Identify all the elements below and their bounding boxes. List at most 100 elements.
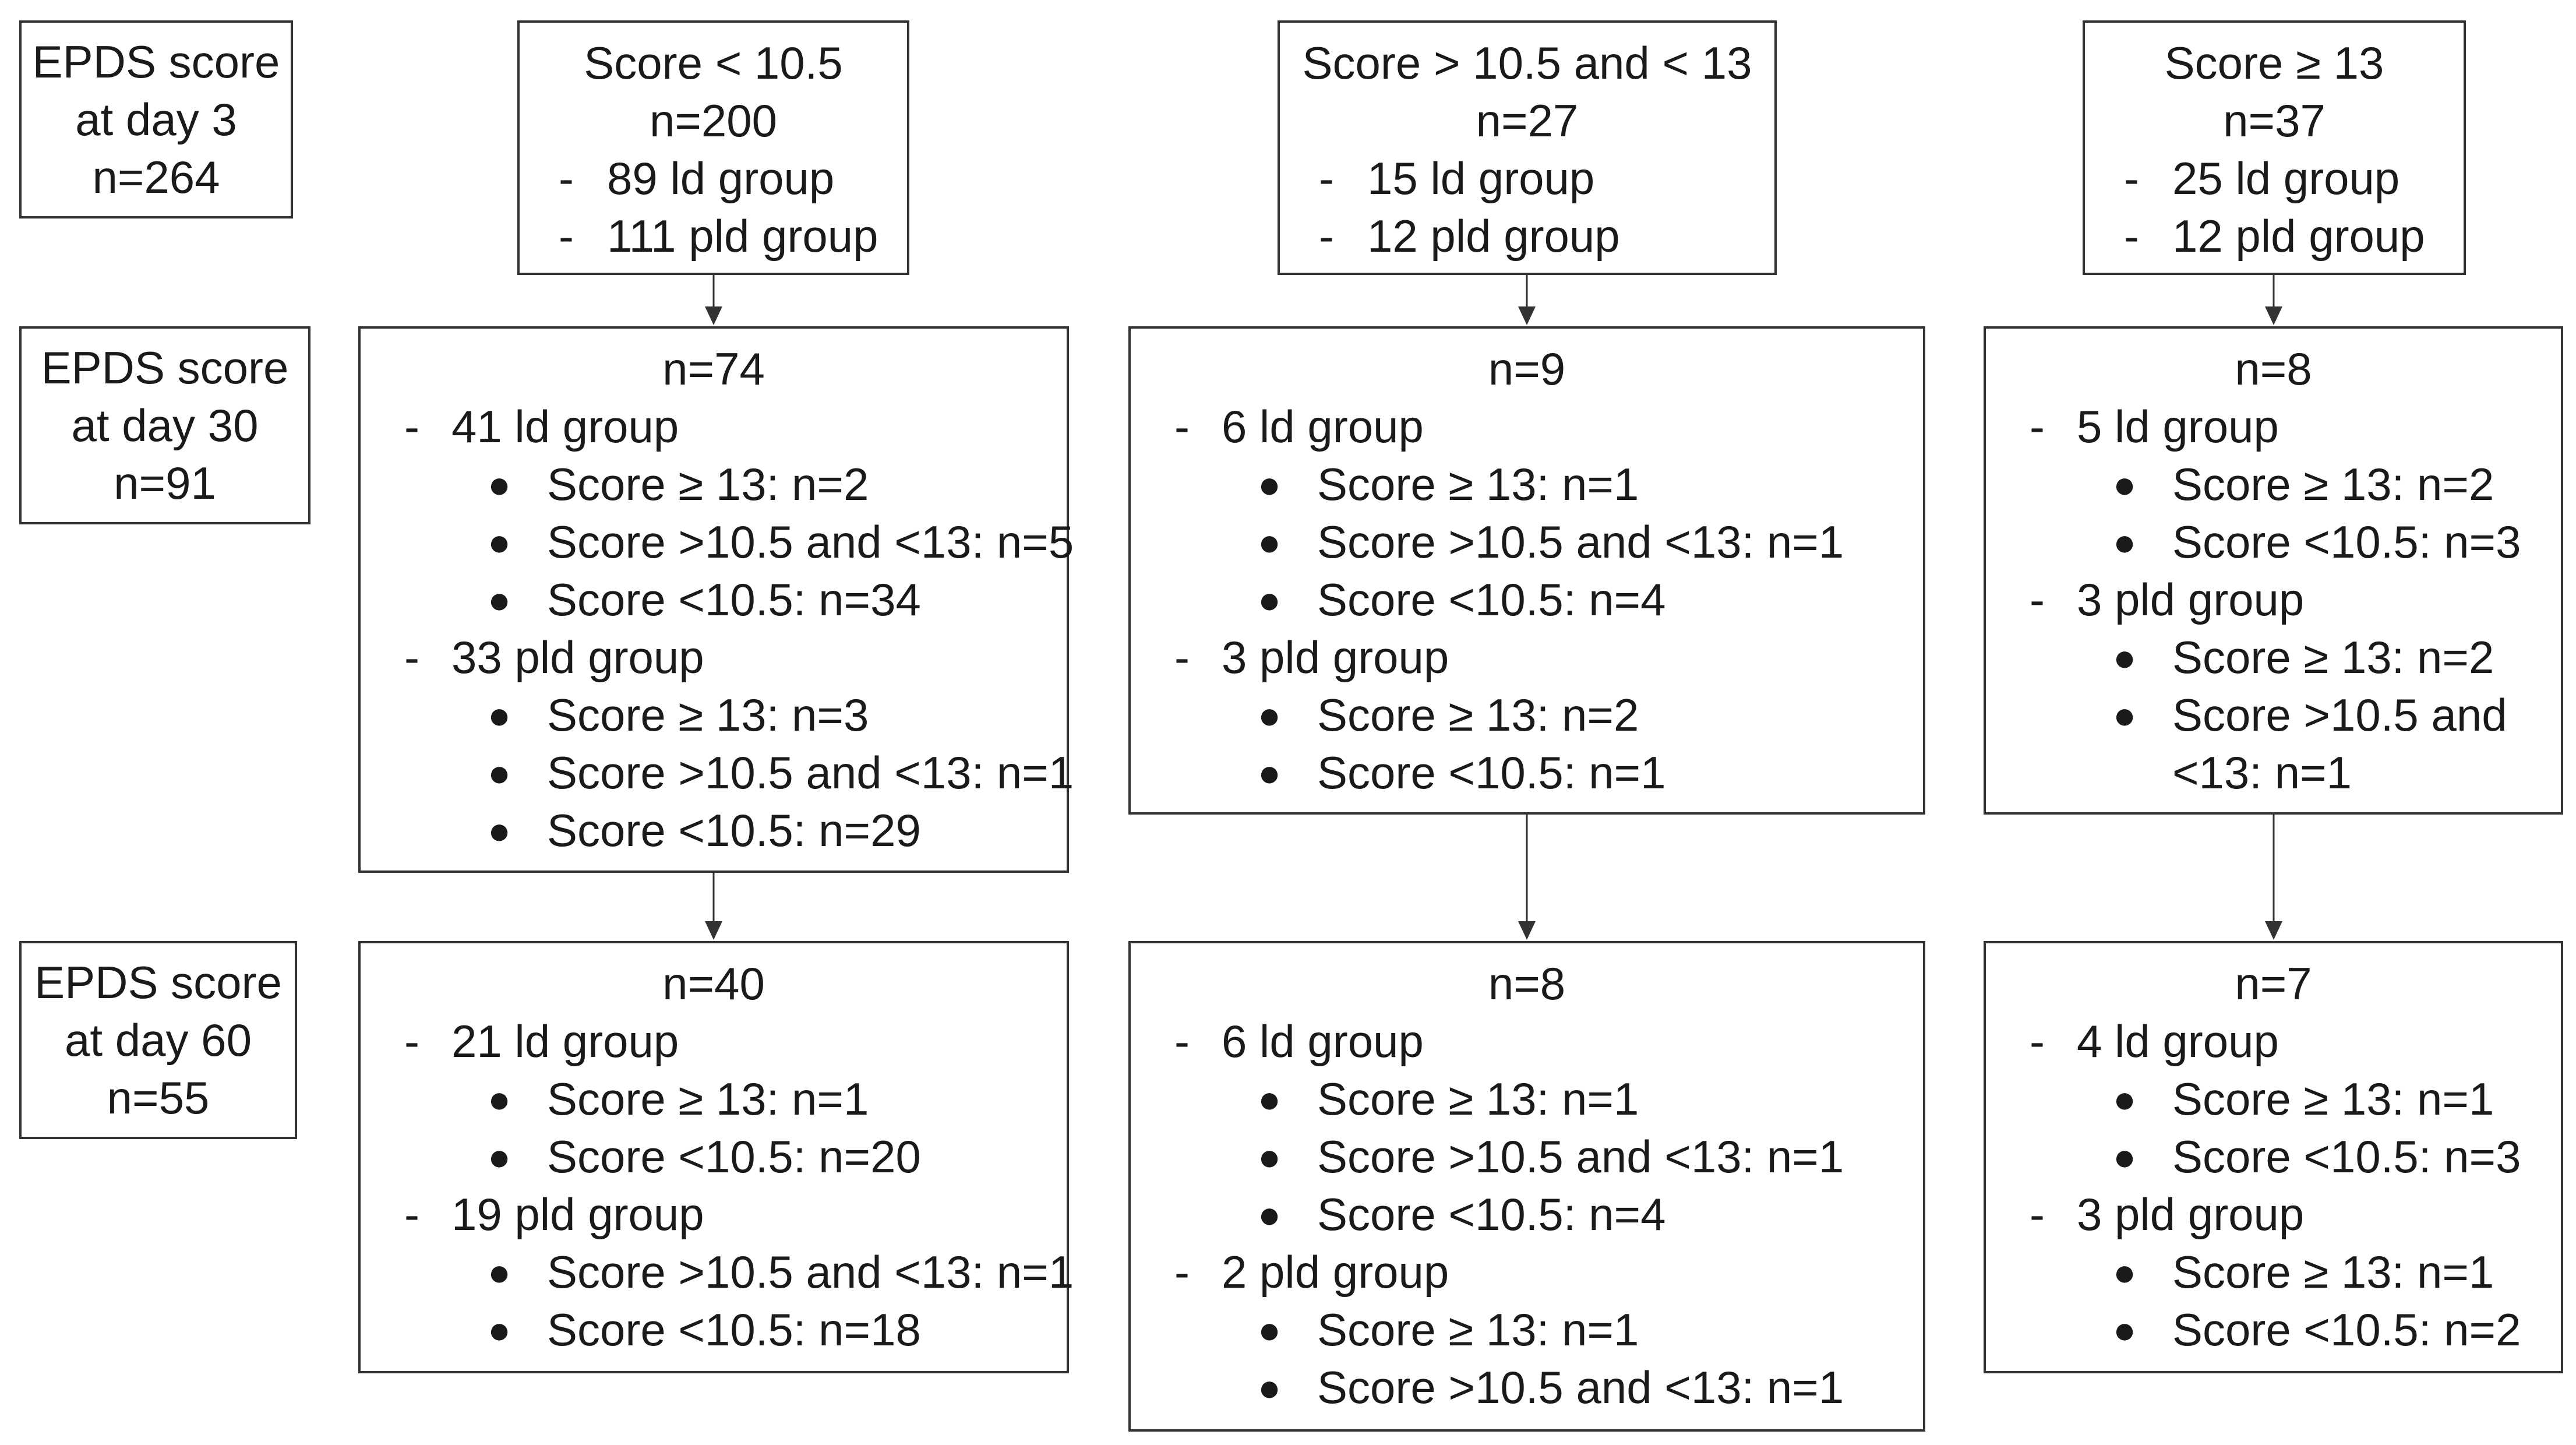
list-item: ●Score >10.5 and <13: n=1 bbox=[372, 1243, 1074, 1301]
dash-marker: - bbox=[2030, 1189, 2045, 1240]
list-item: ● Score ≥ 13: n=2 bbox=[1998, 456, 2561, 513]
timepoint-line: n=264 bbox=[92, 151, 220, 203]
bullet-marker: ● bbox=[2113, 636, 2136, 679]
group-row: -3 pld group bbox=[1142, 629, 1923, 686]
day60-box-low-score: n=40 -21 ld group ●Score ≥ 13: n=1 ●Scor… bbox=[358, 941, 1074, 1373]
dash-marker: - bbox=[2030, 574, 2045, 625]
item-text: Score <10.5: n=4 bbox=[1317, 1189, 1666, 1240]
list-item: ●Score <10.5: n=1 bbox=[1142, 744, 1923, 802]
bullet-marker: ● bbox=[488, 578, 511, 621]
bullet-marker: ● bbox=[2113, 693, 2136, 736]
box-count: n=8 bbox=[1488, 958, 1566, 1009]
bullet-marker: ● bbox=[488, 1077, 511, 1120]
day60-box-high-score: n=7 -4 ld group ●Score ≥ 13: n=1 ●Score … bbox=[1984, 941, 2563, 1373]
list-item: ●Score ≥ 13: n=1 bbox=[1998, 1070, 2561, 1128]
dash-marker: - bbox=[2030, 401, 2045, 452]
bullet-marker: ● bbox=[1258, 1193, 1281, 1236]
bullet-marker: ● bbox=[1258, 1135, 1281, 1178]
timepoint-line: n=55 bbox=[107, 1072, 210, 1123]
dash-marker: - bbox=[1319, 153, 1334, 204]
group-label: 15 ld group bbox=[1367, 153, 1595, 204]
bullet-marker: ● bbox=[2113, 463, 2136, 506]
group-row: -3 pld group bbox=[1998, 571, 2561, 629]
dash-marker: - bbox=[2124, 210, 2139, 262]
arrowhead bbox=[705, 306, 722, 325]
group-row: -5 ld group bbox=[1998, 398, 2561, 456]
box-count: n=27 bbox=[1476, 95, 1579, 146]
group-label: 3 pld group bbox=[2077, 1189, 2305, 1240]
group-label: 12 pld group bbox=[1367, 210, 1620, 262]
bullet-marker: ● bbox=[1258, 1366, 1281, 1409]
dash-marker: - bbox=[1319, 210, 1334, 262]
dash-marker: - bbox=[1174, 1246, 1190, 1298]
box-title: Score < 10.5 bbox=[584, 37, 843, 89]
item-text: Score <10.5: n=4 bbox=[1317, 574, 1666, 625]
list-item: ●Score ≥ 13: n=3 bbox=[372, 686, 1067, 744]
dash-marker: - bbox=[1174, 632, 1190, 683]
item-text: Score >10.5 and bbox=[2172, 689, 2507, 741]
item-text: Score ≥ 13: n=2 bbox=[2172, 459, 2494, 510]
group-label: 6 ld group bbox=[1222, 1016, 1424, 1067]
dash-marker: - bbox=[1174, 1016, 1190, 1067]
group-label: 111 pld group bbox=[607, 210, 878, 262]
item-text: Score >10.5 and <13: n=1 bbox=[1317, 1362, 1844, 1413]
item-text: Score <10.5: n=34 bbox=[547, 574, 921, 625]
bullet-marker: ● bbox=[488, 809, 511, 852]
group-label: 3 pld group bbox=[2077, 574, 2305, 625]
bullet-marker: ● bbox=[2113, 1250, 2136, 1294]
bullet-marker: ● bbox=[2113, 1308, 2136, 1351]
group-row: -3 pld group bbox=[1998, 1186, 2561, 1243]
group-row: -12 pld group bbox=[1297, 207, 1774, 265]
group-label: 41 ld group bbox=[451, 401, 679, 452]
bullet-marker: ● bbox=[1258, 578, 1281, 621]
list-item: ● Score <10.5: n=4 bbox=[1142, 571, 1923, 629]
bullet-marker: ● bbox=[1258, 1077, 1281, 1120]
bullet-marker: ● bbox=[2113, 520, 2136, 563]
group-row: -111 pld group bbox=[537, 207, 907, 265]
dash-marker: - bbox=[559, 153, 574, 204]
bullet-marker: ● bbox=[488, 1135, 511, 1178]
item-text: Score ≥ 13: n=2 bbox=[1317, 689, 1639, 741]
list-item: ●Score <10.5: n=3 bbox=[1998, 513, 2561, 571]
group-label: 12 pld group bbox=[2172, 210, 2425, 262]
group-label: 89 ld group bbox=[607, 153, 835, 204]
group-row: -19 pld group bbox=[372, 1186, 1067, 1243]
group-label: 21 ld group bbox=[451, 1016, 679, 1067]
bullet-marker: ● bbox=[1258, 751, 1281, 794]
item-text: Score >10.5 and <13: n=1 bbox=[1317, 516, 1844, 568]
bullet-marker: ● bbox=[1258, 1308, 1281, 1351]
box-count: n=7 bbox=[2235, 958, 2312, 1009]
box-count: n=9 bbox=[1488, 343, 1566, 394]
item-text: Score >10.5 and <13: n=1 bbox=[547, 747, 1074, 798]
list-item: ●Score ≥ 13: n=1 bbox=[1142, 1301, 1923, 1359]
day30-box-low-score: n=74 -41 ld group ●Score ≥ 13: n=2 ●Scor… bbox=[358, 326, 1074, 873]
dash-marker: - bbox=[2030, 1016, 2045, 1067]
day3-box-high-score: Score ≥ 13 n=37 -25 ld group -12 pld gro… bbox=[2083, 20, 2466, 275]
timepoint-line: at day 60 bbox=[65, 1014, 252, 1066]
list-item: ● Score <10.5: n=34 bbox=[372, 571, 1067, 629]
group-label: 33 pld group bbox=[451, 632, 704, 683]
list-item: ● Score ≥ 13: n=1 bbox=[1142, 1070, 1923, 1128]
group-row: -21 ld group bbox=[372, 1013, 1067, 1070]
list-item: ●Score <10.5: n=18 bbox=[372, 1301, 1067, 1359]
timepoint-line: n=91 bbox=[114, 457, 216, 509]
item-text: Score >10.5 and <13: n=1 bbox=[547, 1246, 1074, 1298]
item-text: Score ≥ 13: n=1 bbox=[1317, 1073, 1639, 1125]
timepoint-label-day3: EPDS score at day 3 n=264 bbox=[19, 20, 293, 218]
day60-box-mid-score: n=8 -6 ld group ●Score ≥ 13: n=1 ●Score … bbox=[1128, 941, 1925, 1432]
timepoint-line: at day 30 bbox=[71, 399, 259, 451]
timepoint-line: EPDS score bbox=[41, 341, 289, 393]
group-row: -89 ld group bbox=[537, 150, 907, 207]
list-item: ● Score >10.5 and bbox=[1998, 686, 2561, 744]
day30-box-mid-score: n=9 -6 ld group ●Score ≥ 13: n=1 ●Score … bbox=[1128, 326, 1925, 815]
item-text: Score >10.5 and <13: n=1 bbox=[1317, 1131, 1844, 1182]
list-item: ●Score <10.5: n=2 bbox=[1998, 1301, 2561, 1359]
group-row: -33 pld group bbox=[372, 629, 1067, 686]
group-row: -2 pld group bbox=[1142, 1243, 1923, 1301]
box-count: n=200 bbox=[649, 95, 778, 146]
bullet-marker: ● bbox=[1258, 693, 1281, 736]
group-row: -12 pld group bbox=[2102, 207, 2464, 265]
dash-marker: - bbox=[404, 1016, 419, 1067]
list-item: ●Score <10.5: n=29 bbox=[372, 802, 1067, 859]
item-text: Score ≥ 13: n=1 bbox=[2172, 1073, 2494, 1125]
